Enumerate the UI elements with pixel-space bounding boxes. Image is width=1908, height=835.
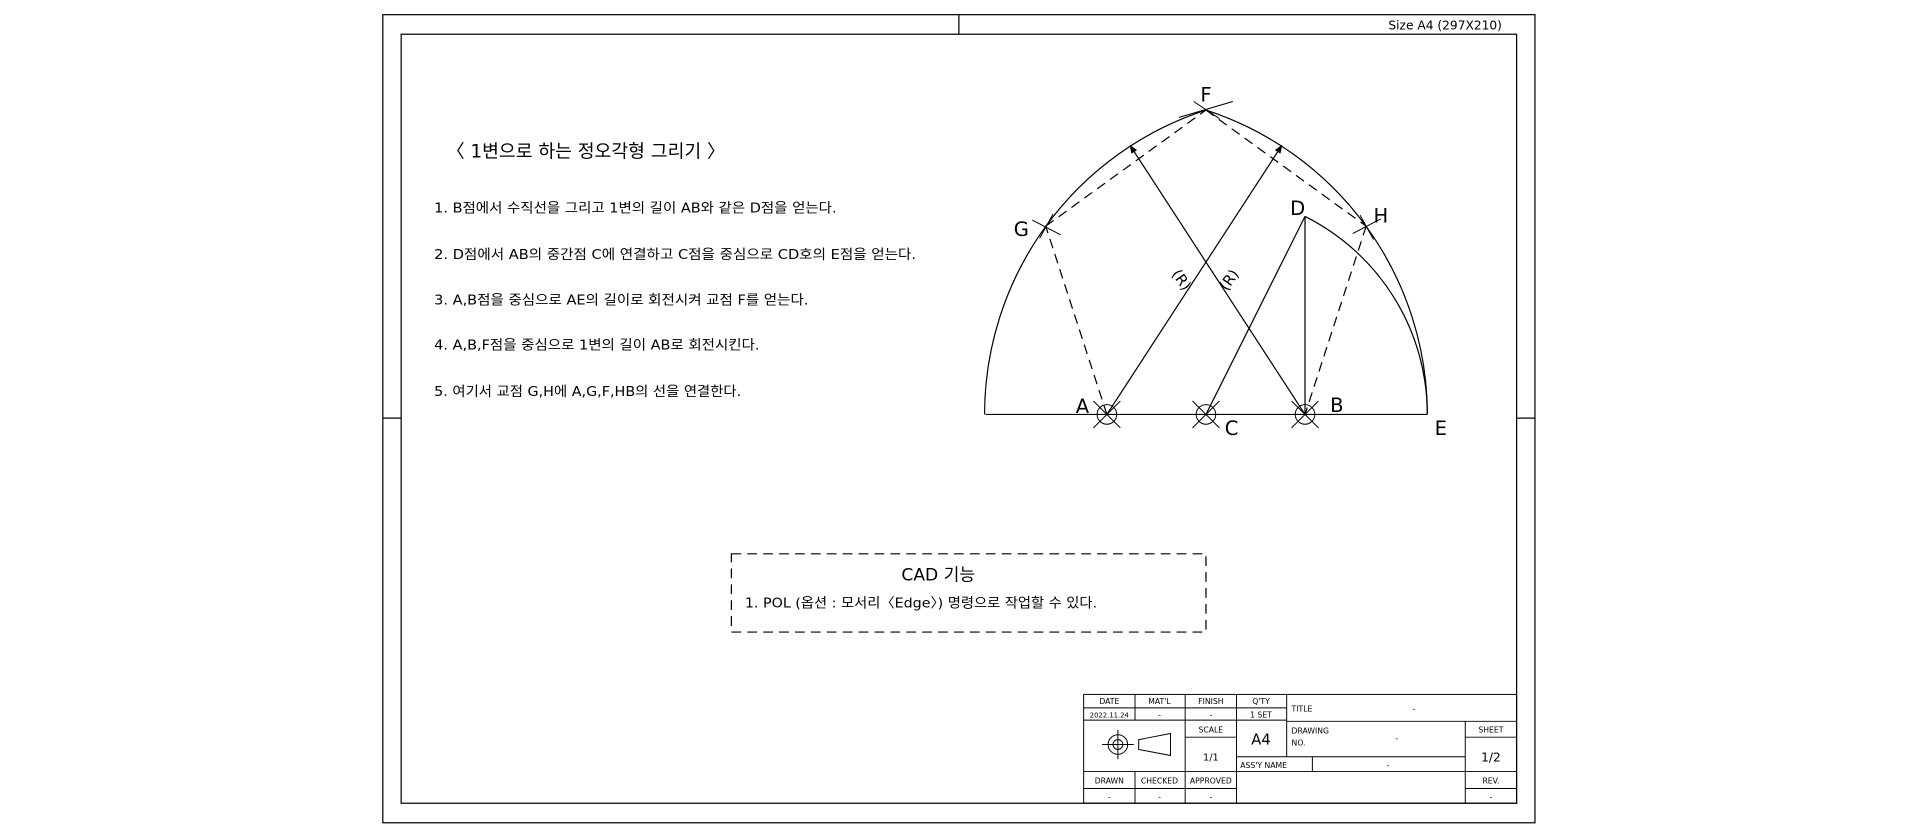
arc-cd	[1304, 215, 1428, 415]
point-label-a: A	[1076, 395, 1090, 418]
approved-label: APPROVED	[1190, 777, 1232, 786]
checked-label: CHECKED	[1141, 777, 1178, 786]
qty-header: Q'TY	[1252, 697, 1270, 706]
finish-header: FINISH	[1198, 697, 1224, 706]
title-label: TITLE	[1291, 705, 1313, 714]
side-hb	[1304, 225, 1367, 415]
outer-frame	[382, 14, 1536, 824]
scale-value: 1/1	[1203, 752, 1219, 763]
cad-box-heading: CAD 기능	[901, 566, 975, 586]
center-mark-b	[1291, 400, 1319, 429]
material-header: MAT'L	[1148, 697, 1171, 706]
arc-left-from-b	[983, 109, 1207, 415]
sheet-label: SHEET	[1478, 725, 1503, 734]
drawn-value: -	[1108, 793, 1111, 802]
cad-box-border	[730, 553, 1207, 633]
point-label-c: C	[1225, 417, 1239, 440]
step-item: 4. A,B,F점을 중심으로 1변의 길이 AB로 회전시킨다.	[434, 338, 759, 354]
point-label-h: H	[1374, 205, 1389, 228]
drawing-no-label: DRAWING	[1292, 727, 1329, 736]
radius-line-b	[1129, 144, 1306, 415]
side-ag	[1045, 225, 1108, 415]
arc-right-from-a	[1205, 109, 1428, 415]
drawing-no-value: -	[1395, 734, 1398, 743]
qty-value: 1 SET	[1250, 711, 1272, 720]
cad-function-box: CAD 기능 1. POL (옵션 : 모서리〈Edge〉) 명령으로 작업할 …	[730, 553, 1207, 633]
assy-label: ASS'Y NAME	[1240, 761, 1287, 770]
rev-label: REV.	[1482, 777, 1499, 786]
intersection-mark-g	[1032, 213, 1061, 239]
point-label-b: B	[1330, 394, 1343, 417]
radius-label-left: (R)	[1168, 266, 1194, 293]
title-value: -	[1412, 705, 1415, 714]
line-dc	[1205, 216, 1306, 415]
center-mark-c	[1192, 400, 1220, 429]
cad-box-item: 1. POL (옵션 : 모서리〈Edge〉) 명령으로 작업할 수 있다.	[745, 596, 1097, 612]
page-title: 〈 1변으로 하는 정오각형 그리기 〉	[446, 142, 725, 163]
material-value: -	[1158, 711, 1161, 720]
sheet-value: 1/2	[1481, 751, 1501, 765]
title-block: DATE MAT'L FINISH Q'TY 2022.11.24 - - 1 …	[1083, 693, 1518, 804]
pentagon-construction: F G H D A C B E (R) (R)	[983, 83, 1447, 440]
point-label-g: G	[1014, 218, 1029, 241]
rev-value: -	[1490, 793, 1493, 802]
drawing-no-label-2: NO.	[1292, 739, 1306, 748]
drawn-label: DRAWN	[1095, 777, 1124, 786]
step-item: 3. A,B점을 중심으로 AE의 길이로 회전시켜 교점 F를 얻는다.	[434, 292, 808, 308]
intersection-mark-h	[1352, 214, 1382, 240]
step-item: 1. B점에서 수직선을 그리고 1변의 길이 AB와 같은 D점을 얻는다.	[434, 201, 836, 217]
point-label-f: F	[1200, 83, 1211, 106]
point-label-e: E	[1435, 417, 1447, 440]
scale-label: SCALE	[1199, 725, 1224, 734]
step-item: 2. D점에서 AB의 중간점 C에 연결하고 C점을 중심으로 CD호의 E점…	[434, 247, 916, 263]
sheet-border: Size A4 (297X210)	[382, 14, 1536, 824]
center-mark-a	[1093, 400, 1121, 429]
step-item: 5. 여기서 교점 G,H에 A,G,F,HB의 선을 연결한다.	[434, 384, 741, 400]
paper-size: A4	[1251, 732, 1270, 749]
radius-label-right: (R)	[1216, 266, 1242, 293]
radius-line-a	[1106, 144, 1283, 415]
date-header: DATE	[1099, 697, 1119, 706]
checked-value: -	[1158, 793, 1161, 802]
intersection-mark-f	[1178, 101, 1234, 119]
point-label-d: D	[1290, 197, 1305, 220]
side-gf	[1045, 109, 1207, 227]
approved-value: -	[1209, 793, 1212, 802]
projection-symbol-icon	[1101, 729, 1171, 760]
side-fh	[1205, 109, 1367, 227]
assy-value: -	[1387, 761, 1390, 770]
finish-value: -	[1209, 711, 1212, 720]
sheet-size-label: Size A4 (297X210)	[1388, 18, 1502, 32]
instruction-list: 1. B점에서 수직선을 그리고 1변의 길이 AB와 같은 D점을 얻는다. …	[434, 201, 916, 400]
date-value: 2022.11.24	[1090, 712, 1129, 720]
